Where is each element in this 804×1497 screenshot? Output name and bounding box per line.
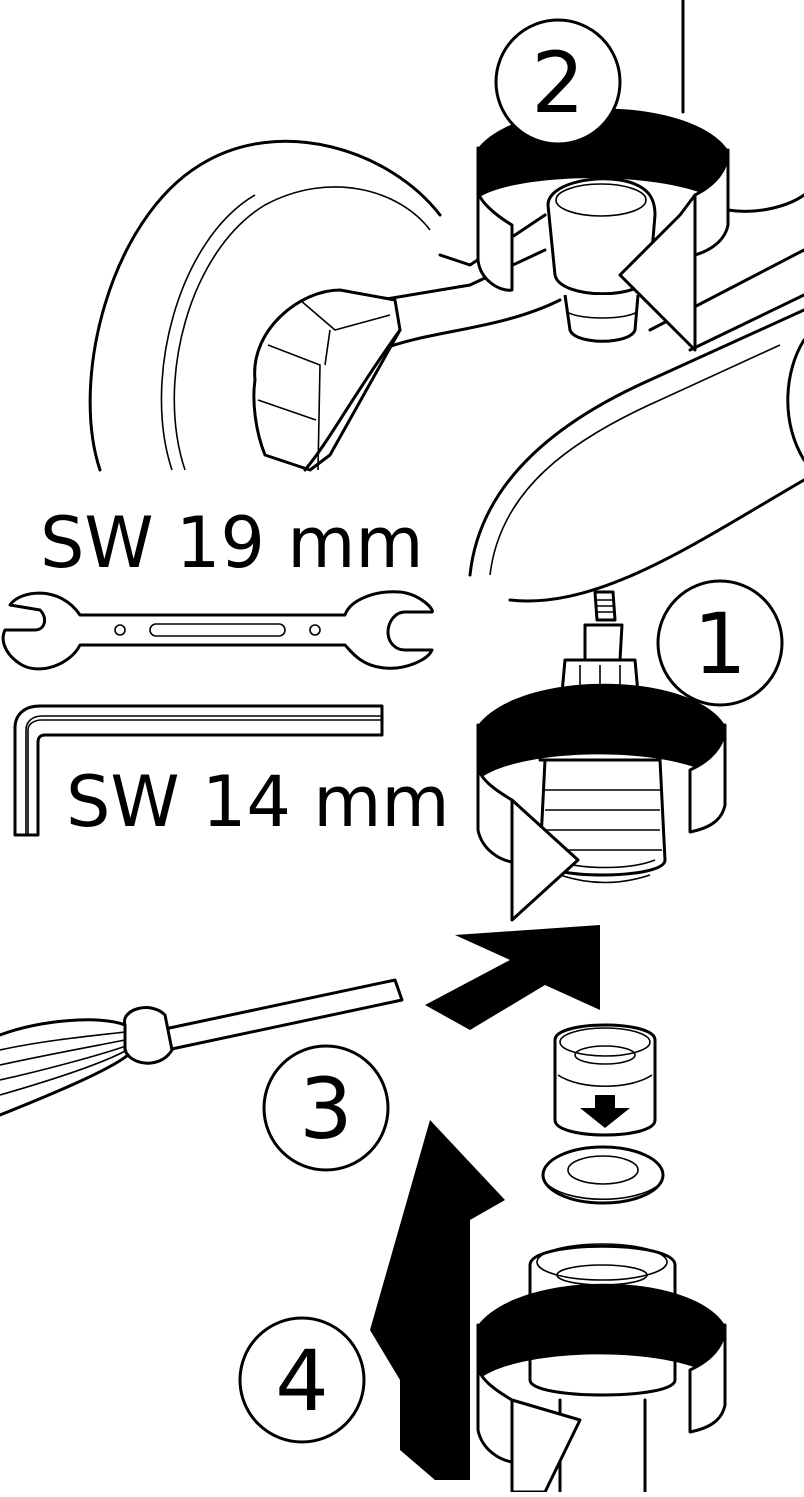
step-4-number: 4 [275,1332,328,1430]
sealing-washer [541,1145,665,1205]
rotation-band-step-4 [476,1283,727,1494]
step-3-marker: 3 [262,1044,390,1172]
mixer-body [88,0,804,603]
step-1-marker: 1 [656,579,784,707]
open-end-wrench: SW 19 mm [1,502,434,671]
step-1-number: 1 [693,595,746,693]
hex-key-size-label: SW 14 mm [66,761,450,843]
check-valve-filter [553,1023,657,1137]
hex-nut [252,288,402,472]
step-2-number: 2 [531,34,584,132]
assemble-arrow [370,1120,505,1480]
wrench-size-label: SW 19 mm [40,502,424,584]
rotation-band-step-1 [476,683,727,922]
insert-arrow [425,925,600,1030]
step-4-marker: 4 [238,1316,366,1444]
step-2-marker: 2 [494,18,622,146]
screwdriver [0,978,404,1117]
step-3-number: 3 [299,1060,352,1158]
rotation-band-step-2 [476,108,730,352]
hex-key: SW 14 mm [13,704,450,843]
